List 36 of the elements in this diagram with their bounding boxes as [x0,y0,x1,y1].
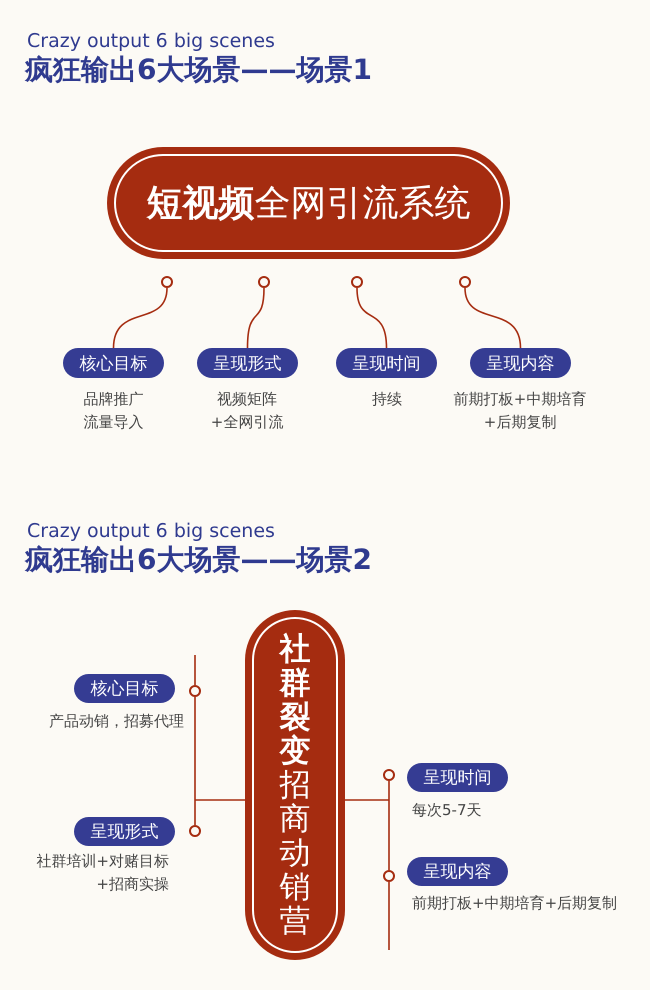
branch-line [194,654,246,826]
ring-marker [459,276,471,288]
ring-marker [383,870,395,882]
ring-marker [383,769,395,781]
heading: 疯狂输出6大场景——场景1 [25,54,372,86]
curved-connector [356,288,388,348]
category-pill: 呈现时间 [336,348,437,378]
branch-line [344,780,390,951]
ring-marker [189,685,201,697]
description-text: 品牌推广流量导入 [82,389,144,433]
subtitle-text: Crazy output 6 big scenes [27,31,275,53]
category-pill: 呈现时间 [407,763,508,792]
category-pill: 呈现内容 [407,857,508,886]
heading: 疯狂输出6大场景——场景2 [25,544,372,576]
description-text: 前期打板+中期培育+后期复制 [452,389,588,433]
curved-connector [112,288,168,348]
ring-marker [351,276,363,288]
description-text: 社群培训+对赌目标+招商实操 [36,851,169,895]
category-pill: 核心目标 [63,348,164,378]
title-pill: 社群裂变招商动销营 [245,610,345,960]
category-pill: 呈现内容 [470,348,571,378]
description-text: 产品动销，招募代理 [48,711,184,732]
curved-connector [464,288,522,348]
description-text: 视频矩阵+全网引流 [210,389,284,433]
category-pill: 呈现形式 [197,348,298,378]
description-text: 前期打板+中期培育+后期复制 [412,893,618,914]
ring-marker [189,825,201,837]
description-text: 每次5-7天 [412,800,482,821]
title-pill: 短视频全网引流系统 [107,147,510,259]
curved-connector [246,288,265,348]
category-pill: 呈现形式 [74,817,175,846]
subtitle-text: Crazy output 6 big scenes [27,521,275,543]
ring-marker [258,276,270,288]
category-pill: 核心目标 [74,674,175,703]
description-text: 持续 [371,389,403,410]
ring-marker [161,276,173,288]
